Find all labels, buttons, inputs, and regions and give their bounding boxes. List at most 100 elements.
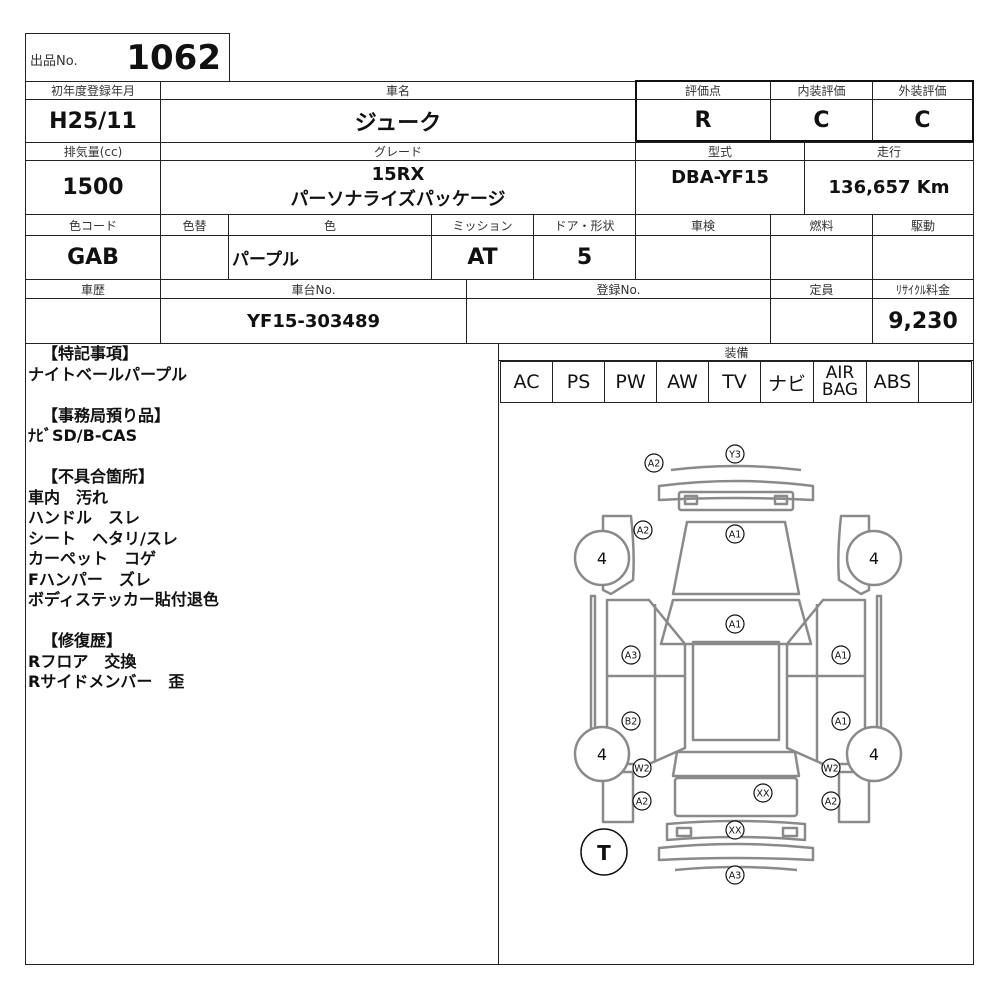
damage-marker-xx-rear-bumper: XX bbox=[725, 820, 745, 840]
lot-label: 出品No. bbox=[30, 54, 78, 69]
repaint-value bbox=[160, 235, 229, 280]
damage-marker-b2-left-rear-door: B2 bbox=[621, 711, 641, 731]
damage-marker-text: XX bbox=[728, 826, 742, 837]
damage-marker-text: A1 bbox=[729, 530, 742, 541]
damage-marker-text: B2 bbox=[625, 717, 638, 728]
notes-section: 【特記事項】 ナイトベールパープル 【事務局預り品】 ﾅﾋﾞSD/B-CAS 【… bbox=[28, 344, 498, 693]
fuel-value bbox=[770, 235, 873, 280]
defect-line: シート ヘタリ/スレ bbox=[28, 528, 178, 548]
grade-line-1: 15RX bbox=[371, 164, 425, 185]
car-name-label: 車名 bbox=[160, 81, 636, 100]
equipment-blank bbox=[918, 361, 972, 403]
tire-rear-left-value: 4 bbox=[597, 745, 607, 764]
displacement-value: 1500 bbox=[25, 160, 161, 215]
color-value: パープル bbox=[228, 235, 432, 280]
door-shape-label: ドア・形状 bbox=[533, 214, 636, 236]
equipment-aw: AW bbox=[656, 361, 709, 403]
tire-rear-right-value: 4 bbox=[869, 745, 879, 764]
lower-divider bbox=[498, 343, 499, 965]
equipment-label: 装備 bbox=[499, 344, 974, 361]
tire-rear-right: 4 bbox=[845, 725, 903, 783]
score-value: R bbox=[636, 99, 771, 141]
damage-marker-text: A2 bbox=[636, 797, 649, 808]
defect-heading: 【不具合箇所】 bbox=[42, 467, 155, 486]
damage-marker-a1-roof: A1 bbox=[725, 614, 745, 634]
lot-box: 出品No. 1062 bbox=[25, 33, 230, 81]
damage-marker-text: A2 bbox=[825, 797, 838, 808]
exterior-label: 外装評価 bbox=[872, 81, 972, 100]
damage-marker-text: A1 bbox=[835, 717, 848, 728]
model-code-label: 型式 bbox=[635, 142, 805, 161]
chassis-value: YF15-303489 bbox=[160, 298, 467, 344]
equipment-tv: TV bbox=[708, 361, 761, 403]
special-heading: 【特記事項】 bbox=[42, 344, 139, 363]
equipment-pw: PW bbox=[604, 361, 657, 403]
equipment-airbag: AIR BAG bbox=[813, 361, 867, 403]
capacity-value bbox=[770, 298, 873, 344]
damage-marker-text: A2 bbox=[648, 459, 661, 470]
grade-label: グレード bbox=[160, 142, 636, 161]
office-heading: 【事務局預り品】 bbox=[42, 405, 171, 425]
damage-marker-text: XX bbox=[756, 789, 770, 800]
repaint-label: 色替 bbox=[160, 214, 229, 236]
damage-marker-text: Y3 bbox=[728, 450, 741, 461]
defect-line: 車内 汚れ bbox=[28, 487, 109, 507]
drive-label: 駆動 bbox=[872, 214, 974, 236]
capacity-label: 定員 bbox=[770, 279, 873, 299]
damage-marker-text: A3 bbox=[729, 871, 742, 882]
mission-label: ミッション bbox=[431, 214, 534, 236]
damage-marker-a3-left-door: A3 bbox=[621, 645, 641, 665]
damage-marker-text: A2 bbox=[637, 526, 650, 537]
door-value: 5 bbox=[533, 235, 636, 280]
defect-line: カーペット コゲ bbox=[28, 549, 157, 568]
damage-marker-a2-left-quarter: A2 bbox=[632, 791, 652, 811]
repair-line: Rサイドメンバー 歪 bbox=[28, 672, 185, 691]
chassis-label: 車台No. bbox=[160, 279, 467, 299]
grade-value: 15RX パーソナライズパッケージ bbox=[160, 160, 636, 215]
damage-marker-a2-right-quarter: A2 bbox=[821, 791, 841, 811]
tire-front-right: 4 bbox=[845, 529, 903, 587]
damage-marker-text: W2 bbox=[634, 764, 649, 775]
tire-front-right-value: 4 bbox=[869, 549, 879, 568]
color-label: 色 bbox=[228, 214, 432, 236]
tire-front-left-value: 4 bbox=[597, 549, 607, 568]
mission-value: AT bbox=[431, 235, 534, 280]
tire-rear-left: 4 bbox=[573, 725, 631, 783]
repair-line: Rフロア 交換 bbox=[28, 651, 137, 671]
equipment-ps: PS bbox=[552, 361, 605, 403]
mileage-value: 136,657 Km bbox=[804, 160, 974, 215]
displacement-label: 排気量(cc) bbox=[25, 142, 161, 161]
color-code-value: GAB bbox=[25, 235, 161, 280]
damage-marker-xx-back-door: XX bbox=[753, 783, 773, 803]
damage-marker-y3-front: Y3 bbox=[725, 444, 745, 464]
damage-marker-w2-left-rear: W2 bbox=[632, 758, 652, 778]
damage-marker-text: A3 bbox=[625, 651, 638, 662]
lower-frame bbox=[25, 343, 974, 965]
score-block bbox=[635, 80, 974, 142]
defect-line: ハンドル スレ bbox=[28, 508, 141, 527]
inspection-label: 車検 bbox=[635, 214, 771, 236]
fuel-label: 燃料 bbox=[770, 214, 873, 236]
equipment-abs: ABS bbox=[866, 361, 919, 403]
damage-marker-a2-front-bumper: A2 bbox=[644, 453, 664, 473]
history-value bbox=[25, 298, 161, 344]
damage-marker-text: A1 bbox=[729, 620, 742, 631]
special-line: ナイトベールパープル bbox=[28, 364, 188, 384]
damage-marker-a1-right-door: A1 bbox=[831, 645, 851, 665]
reg-date-label: 初年度登録年月 bbox=[25, 81, 161, 100]
car-name-value: ジューク bbox=[160, 99, 636, 143]
damage-marker-w2-right-rear: W2 bbox=[821, 758, 841, 778]
damage-marker-a1-hood: A1 bbox=[725, 524, 745, 544]
history-label: 車歴 bbox=[25, 279, 161, 299]
damage-marker-text: W2 bbox=[823, 764, 838, 775]
inspection-value bbox=[635, 235, 771, 280]
defect-line: Fハンパー ズレ bbox=[28, 569, 151, 589]
damage-marker-a1-right-rear-door: A1 bbox=[831, 711, 851, 731]
regno-value bbox=[466, 298, 771, 344]
tire-front-left: 4 bbox=[573, 529, 631, 587]
recycle-value: 9,230 bbox=[872, 298, 974, 344]
drive-value bbox=[872, 235, 974, 280]
mileage-label: 走行 bbox=[804, 142, 974, 161]
